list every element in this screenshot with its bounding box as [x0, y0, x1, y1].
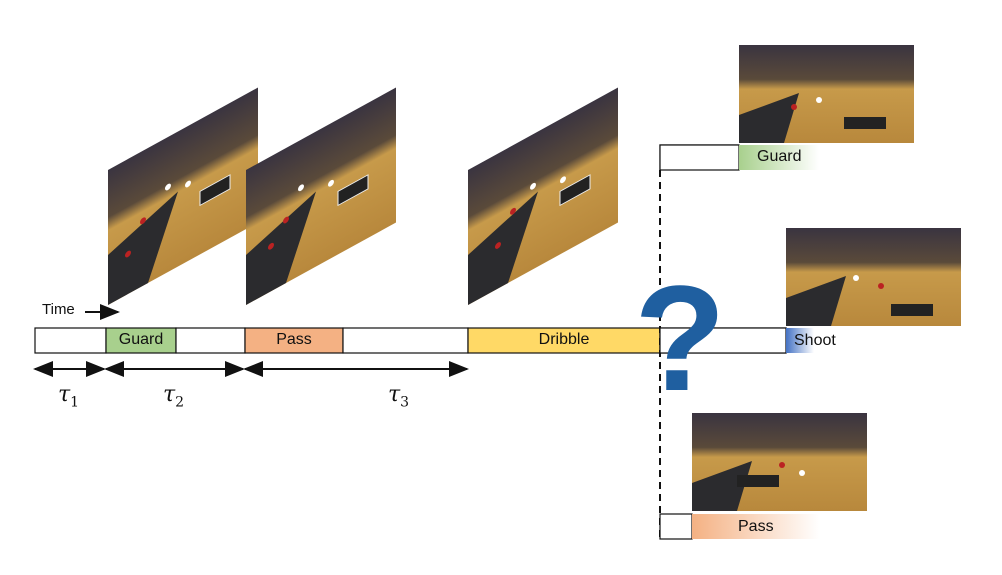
tau-2: τ2 [163, 382, 184, 410]
video-frame-1 [108, 87, 258, 305]
pred-shoot-bar [786, 328, 866, 353]
timeline-segment-3 [244, 327, 344, 354]
tau-2-symbol: τ [163, 382, 176, 407]
time-label: Time [42, 301, 75, 318]
tau-3: τ3 [388, 382, 409, 410]
tau-1-sub: 1 [70, 394, 80, 411]
prediction-label-pass: Pass [738, 518, 774, 535]
branch-guard-box [659, 144, 740, 171]
tau-1: τ1 [58, 382, 79, 410]
branch-pass-box [659, 513, 693, 540]
prediction-frame-shoot [786, 228, 961, 326]
tau-1-symbol: τ [58, 382, 71, 407]
video-frame-3 [468, 87, 618, 305]
segment-label-pass: Pass [276, 331, 312, 348]
timeline-segment-2 [175, 327, 246, 354]
pred-guard-bar [739, 145, 819, 170]
segment-label-dribble: Dribble [538, 331, 590, 348]
timeline-segment-1 [105, 327, 177, 354]
tau-2-sub: 2 [175, 394, 185, 411]
prediction-label-guard: Guard [757, 148, 802, 165]
tau-3-sub: 3 [400, 394, 410, 411]
branch-shoot-box [659, 327, 787, 354]
tau-3-symbol: τ [388, 382, 401, 407]
question-mark: ? [634, 254, 726, 422]
segment-label-guard: Guard [118, 331, 164, 348]
video-frame-2 [246, 87, 396, 305]
timeline-segment-5 [467, 327, 661, 354]
prediction-label-shoot: Shoot [794, 332, 836, 349]
prediction-frame-pass [692, 413, 867, 511]
pred-pass-bar [692, 514, 820, 539]
prediction-frame-guard [739, 45, 914, 143]
timeline-segment-4 [342, 327, 469, 354]
timeline-segment-0 [34, 327, 107, 354]
